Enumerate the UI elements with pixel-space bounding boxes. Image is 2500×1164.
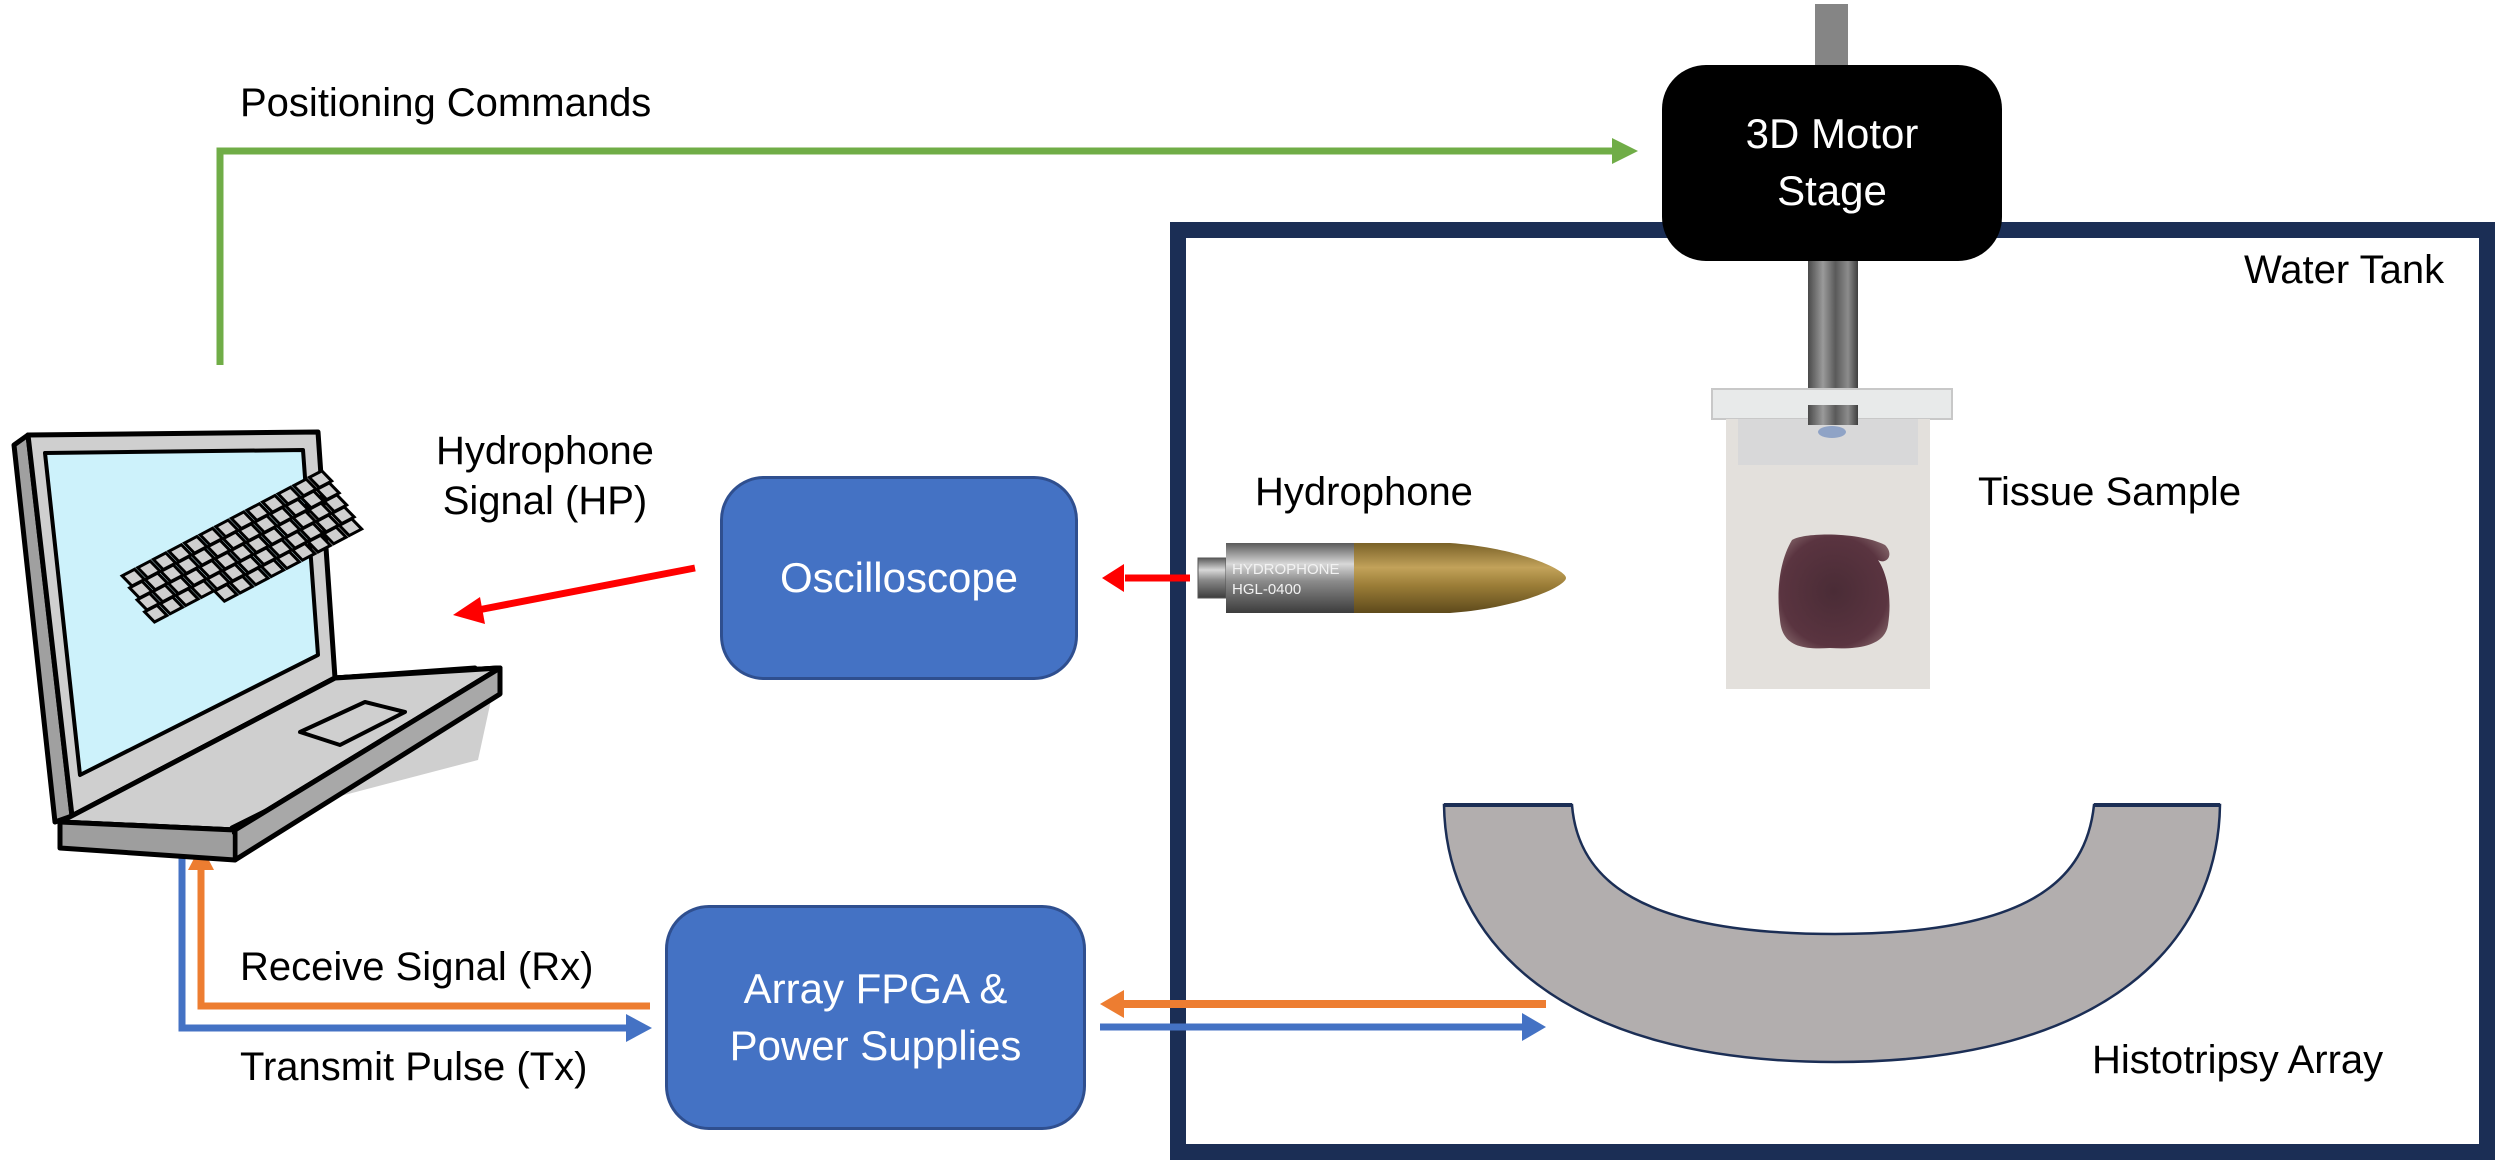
fpga-label-line2: Power Supplies bbox=[729, 1021, 1022, 1069]
keyboard-key bbox=[228, 510, 257, 531]
laptop-keyboard bbox=[119, 469, 365, 624]
motor-stage-label-line1: 3D Motor bbox=[1745, 110, 1919, 158]
oscilloscope-label: Oscilloscope bbox=[779, 553, 1019, 601]
oscilloscope-to-laptop-arrow bbox=[453, 564, 696, 624]
positioning-commands-label: Positioning Commands bbox=[240, 81, 652, 125]
keyboard-key bbox=[150, 551, 179, 572]
hydrophone-signal-label-line2: Signal (HP) bbox=[442, 479, 648, 523]
histotripsy-array-label: Histotripsy Array bbox=[2092, 1038, 2384, 1082]
receive-signal-label: Receive Signal (Rx) bbox=[240, 945, 594, 989]
keyboard-key bbox=[244, 501, 272, 523]
laptop-icon[interactable] bbox=[11, 429, 503, 863]
array-transmit-arrow bbox=[1100, 1013, 1546, 1041]
keyboard-key bbox=[182, 534, 210, 556]
oscilloscope-block[interactable]: Oscilloscope bbox=[720, 476, 1078, 680]
positioning-commands-arrow bbox=[216, 138, 1638, 365]
tissue-sample-label: Tissue Sample bbox=[1978, 470, 2242, 514]
hydrophone-signal-label-line1: Hydrophone bbox=[436, 429, 654, 473]
keyboard-key bbox=[213, 518, 241, 539]
motor-stage-label-line2: Stage bbox=[1777, 167, 1887, 214]
transmit-pulse-label: Transmit Pulse (Tx) bbox=[240, 1045, 588, 1089]
fpga-label-line1: Array FPGA & bbox=[743, 964, 1008, 1012]
motor-stage-rod-top bbox=[1815, 4, 1848, 68]
hydrophone-label: Hydrophone bbox=[1255, 470, 1473, 514]
keyboard-key bbox=[291, 477, 319, 498]
hydrophone-model-text: HGL-0400 bbox=[1232, 581, 1301, 598]
array-receive-arrow bbox=[1100, 990, 1546, 1018]
tissue-icon bbox=[1778, 534, 1890, 649]
keyboard-key bbox=[166, 542, 194, 564]
hydrophone-device-icon: HYDROPHONE HGL-0400 bbox=[1197, 543, 1566, 613]
sample-holder-rod bbox=[1808, 258, 1858, 408]
keyboard-key bbox=[197, 526, 225, 547]
keyboard-key bbox=[306, 469, 335, 490]
keyboard-key bbox=[119, 567, 147, 588]
motor-stage-block[interactable]: 3D Motor Stage bbox=[1662, 65, 2002, 261]
keyboard-key bbox=[260, 493, 288, 515]
tissue-sample-holder bbox=[1711, 388, 1953, 689]
histotripsy-array-icon bbox=[1442, 803, 2222, 1064]
hydrophone-to-oscilloscope-arrow bbox=[1102, 564, 1190, 592]
keyboard-key bbox=[135, 559, 163, 580]
hydrophone-signal-label: Hydrophone Signal (HP) bbox=[436, 426, 654, 526]
transmit-pulse-arrow bbox=[178, 842, 652, 1042]
keyboard-key bbox=[275, 485, 303, 506]
hydrophone-brand-text: HYDROPHONE bbox=[1232, 561, 1340, 578]
water-tank-label: Water Tank bbox=[2244, 248, 2445, 292]
array-fpga-block[interactable]: Array FPGA & Power Supplies bbox=[665, 905, 1086, 1130]
